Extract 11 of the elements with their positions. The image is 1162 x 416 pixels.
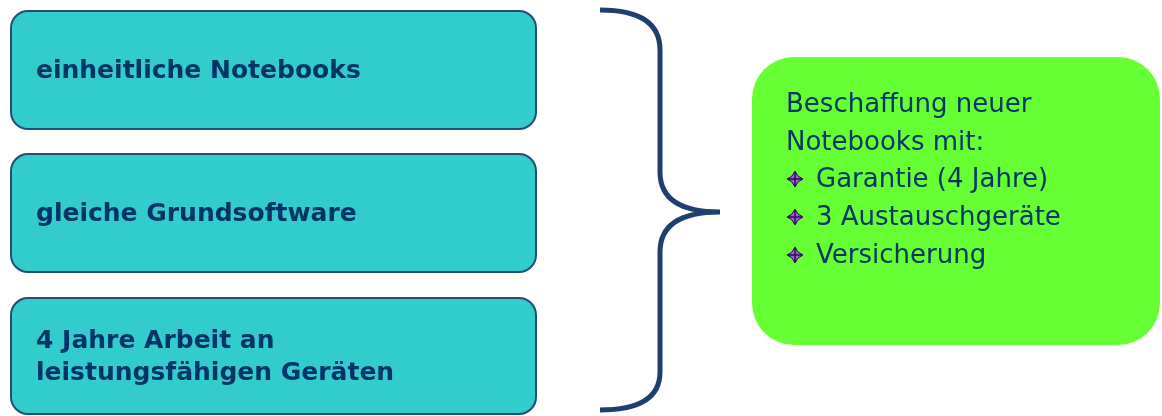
process-box — [10, 10, 537, 130]
box-label: gleiche Grundsoftware — [36, 196, 357, 229]
box-label: einheitliche Notebooks — [36, 53, 361, 86]
bullet-text: Garantie (4 Jahre) — [816, 162, 1049, 196]
heading-text: Beschaffung neuer Notebooks mit: — [786, 87, 1033, 158]
process-box — [10, 297, 537, 415]
bullet-text: Versicherung — [816, 237, 987, 271]
process-box — [10, 153, 537, 273]
result-box — [752, 57, 1160, 345]
bullet-text: 3 Austauschgeräte — [816, 200, 1061, 234]
box-label: 4 Jahre Arbeit an leistungsfähigen Geräten — [36, 323, 396, 388]
